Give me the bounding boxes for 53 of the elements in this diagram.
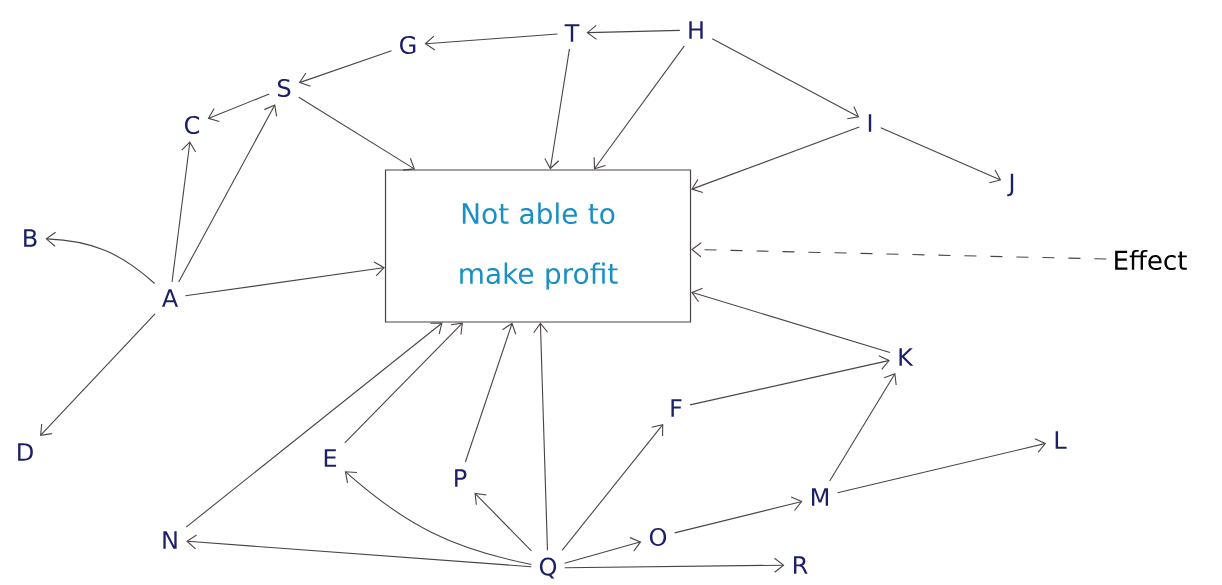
cause-letter: M — [812, 488, 828, 506]
arrow — [344, 471, 532, 566]
arrow — [298, 50, 393, 87]
arrow — [564, 537, 642, 564]
arrow — [171, 141, 197, 283]
arrow — [837, 438, 1047, 494]
cause-letter: J — [1007, 173, 1014, 197]
arrow — [711, 38, 860, 120]
arrow — [593, 45, 685, 170]
arrow — [691, 126, 860, 194]
cause-letter: E — [324, 449, 337, 467]
arrow — [184, 261, 385, 297]
arrow — [691, 242, 1107, 260]
cause-letter: Q — [539, 557, 557, 579]
cause-letter: S — [278, 78, 291, 98]
arrow — [45, 231, 156, 285]
arrow — [464, 322, 517, 463]
problem-box: Not able to make profit — [384, 169, 692, 323]
cause-letter: P — [455, 469, 467, 487]
arrow — [533, 322, 549, 551]
cause-letter: H — [689, 21, 703, 39]
arrow — [424, 33, 559, 51]
cause-letter: C — [185, 115, 200, 135]
cause-letter: N — [163, 531, 177, 549]
arrow — [207, 93, 270, 123]
arrow — [186, 534, 532, 568]
arrow — [185, 322, 443, 528]
cause-letter: T — [564, 24, 580, 42]
arrow — [691, 287, 891, 353]
arrow — [689, 355, 890, 406]
arrow — [298, 96, 416, 171]
effect-label: Effect — [1115, 249, 1187, 271]
cause-letter: G — [400, 35, 416, 55]
cause-letter: A — [162, 289, 178, 307]
cause-letter: B — [24, 229, 37, 247]
arrow — [586, 24, 681, 40]
cause-letter: R — [794, 556, 808, 574]
arrow — [40, 313, 156, 437]
arrow — [674, 496, 803, 534]
cause-letter: F — [671, 399, 682, 417]
arrow — [829, 372, 897, 482]
cause-letter: L — [1055, 431, 1067, 449]
arrow — [474, 492, 532, 552]
cause-letter: O — [649, 527, 667, 547]
arrow — [561, 423, 664, 551]
arrow — [344, 322, 463, 444]
cause-letter: D — [18, 443, 33, 461]
arrow — [564, 557, 785, 573]
arrow — [544, 48, 570, 170]
cause-letter: I — [868, 114, 872, 132]
arrow — [178, 104, 278, 283]
arrow — [880, 127, 1002, 184]
cause-letter: K — [899, 348, 914, 366]
